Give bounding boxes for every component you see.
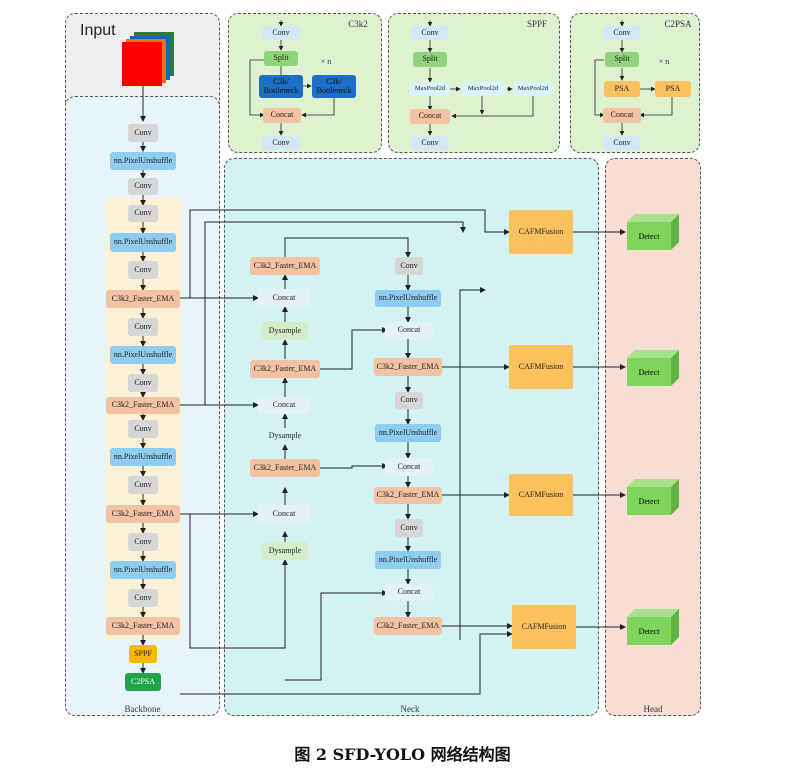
cafmfusion-4: CAFMFusion xyxy=(512,605,576,649)
sppf-panel-title: SPPF xyxy=(526,19,548,29)
c3k2-conv-bottom: Conv xyxy=(262,136,300,150)
neck-concat-l2: Concat xyxy=(258,397,310,414)
detect-label-2: Detect xyxy=(638,367,660,377)
c3k2-concat: Concat xyxy=(263,108,301,123)
input-image-icon xyxy=(122,32,180,86)
detect-label-1: Detect xyxy=(638,231,660,241)
backbone-pixelunshuffle-4: nn.PixelUnshuffle xyxy=(110,448,176,466)
head-title: Head xyxy=(643,704,663,714)
sppf-concat: Concat xyxy=(410,109,450,124)
neck-conv-r2: Conv xyxy=(395,392,423,409)
backbone-c3k2-faster-ema-3: C3k2_Faster_EMA xyxy=(106,505,180,523)
c2psa-psa-2: PSA xyxy=(655,81,691,97)
c2psa-repeat-label: × n xyxy=(658,57,670,66)
detect-cube-icon xyxy=(627,214,679,250)
neck-c3k2-faster-ema-top: C3k2_Faster_EMA xyxy=(250,257,320,275)
figure-caption: 图 2 SFD-YOLO 网络结构图 xyxy=(294,745,511,764)
c3k2-conv-top: Conv xyxy=(262,26,300,40)
neck-conv-r3: Conv xyxy=(395,519,423,537)
backbone-c3k2-faster-ema-4: C3k2_Faster_EMA xyxy=(106,617,180,635)
neck-c3k2-faster-ema-r2: C3k2_Faster_EMA xyxy=(374,487,442,504)
backbone-conv-6: Conv xyxy=(128,374,158,392)
c3k2-repeat-label: × n xyxy=(320,57,332,66)
backbone-conv-4: Conv xyxy=(128,261,158,279)
neck-concat-r2: Concat xyxy=(385,458,433,476)
c3k2-panel xyxy=(228,13,382,153)
c2psa-psa-1: PSA xyxy=(604,81,640,97)
neck-dysample-l2: Dysample xyxy=(268,431,302,441)
backbone-conv-1: Conv xyxy=(128,124,158,142)
neck-concat-l1: Concat xyxy=(258,289,310,307)
detect-cube-icon xyxy=(627,479,679,515)
neck-c3k2-faster-ema-r1: C3k2_Faster_EMA xyxy=(374,358,442,376)
c3k2-split: Split xyxy=(264,51,298,66)
backbone-conv-5: Conv xyxy=(128,318,158,336)
detect-block-2: Detect xyxy=(627,350,679,386)
sppf-conv-bottom: Conv xyxy=(411,136,449,150)
neck-dysample-l1: Dysample xyxy=(262,322,308,340)
backbone-pixelunshuffle-1: nn.PixelUnshuffle xyxy=(110,152,176,170)
c2psa-conv-top: Conv xyxy=(603,26,641,40)
c3k2-bottleneck-2: C3k/Bottleneck xyxy=(312,75,356,98)
cafmfusion-2: CAFMFusion xyxy=(509,345,573,389)
neck-concat-l3: Concat xyxy=(258,505,310,523)
backbone-pixelunshuffle-5: nn.PixelUnshuffle xyxy=(110,561,176,579)
input-title: Input xyxy=(80,22,116,39)
sppf-split: Split xyxy=(413,52,447,67)
c3k2-bottleneck-1: C3k/Bottleneck xyxy=(259,75,303,98)
c3k2-bottleneck-1-line1: C3k/ xyxy=(273,77,289,87)
neck-pixelunshuffle-r1: nn.PixelUnshuffle xyxy=(375,290,441,307)
detect-cube-icon xyxy=(627,609,679,645)
backbone-c3k2-faster-ema-1: C3k2_Faster_EMA xyxy=(106,290,180,308)
neck-c3k2-faster-ema-l3: C3k2_Faster_EMA xyxy=(250,459,320,477)
neck-dysample-l3: Dysample xyxy=(262,542,308,560)
c2psa-concat: Concat xyxy=(603,108,641,123)
backbone-c3k2-faster-ema-2: C3k2_Faster_EMA xyxy=(106,397,180,414)
neck-c3k2-faster-ema-r3: C3k2_Faster_EMA xyxy=(374,617,442,635)
sppf-conv-top: Conv xyxy=(411,26,449,40)
neck-pixelunshuffle-r3: nn.PixelUnshuffle xyxy=(375,551,441,569)
c3k2-panel-title: C3k2 xyxy=(348,19,368,29)
neck-concat-r1: Concat xyxy=(385,322,433,339)
backbone-conv-8: Conv xyxy=(128,476,158,494)
sppf-maxpool-1: MaxPool2d xyxy=(410,82,450,96)
backbone-pixelunshuffle-2: nn.PixelUnshuffle xyxy=(110,233,176,252)
neck-conv-r1: Conv xyxy=(395,257,423,275)
backbone-conv-10: Conv xyxy=(128,589,158,607)
backbone-pixelunshuffle-3: nn.PixelUnshuffle xyxy=(110,346,176,364)
backbone-conv-9: Conv xyxy=(128,533,158,551)
detect-cube-icon xyxy=(627,350,679,386)
neck-title: Neck xyxy=(400,704,420,714)
detect-block-3: Detect xyxy=(627,479,679,515)
backbone-conv-7: Conv xyxy=(128,420,158,438)
c2psa-panel-title: C2PSA xyxy=(664,19,692,29)
c2psa-conv-bottom: Conv xyxy=(603,136,641,150)
detect-block-4: Detect xyxy=(627,609,679,645)
c3k2-bottleneck-1-line2: Bottleneck xyxy=(263,85,299,95)
backbone-conv-3: Conv xyxy=(128,205,158,222)
neck-c3k2-faster-ema-l2: C3k2_Faster_EMA xyxy=(250,360,320,378)
backbone-title: Backbone xyxy=(124,704,161,714)
detect-block-1: Detect xyxy=(627,214,679,250)
sppf-maxpool-3: MaxPool2d xyxy=(513,82,553,96)
c2psa-split: Split xyxy=(605,52,639,67)
backbone-conv-2: Conv xyxy=(128,178,158,195)
c3k2-bottleneck-2-line1: C3k/ xyxy=(326,77,342,87)
detect-label-3: Detect xyxy=(638,496,660,506)
detect-label-4: Detect xyxy=(638,626,660,636)
cafmfusion-1: CAFMFusion xyxy=(509,210,573,254)
neck-pixelunshuffle-r2: nn.PixelUnshuffle xyxy=(375,424,441,442)
cafmfusion-3: CAFMFusion xyxy=(509,474,573,516)
c3k2-bottleneck-2-line2: Bottleneck xyxy=(316,85,352,95)
sppf-maxpool-2: MaxPool2d xyxy=(461,82,505,96)
backbone-c2psa: C2PSA xyxy=(125,673,161,691)
backbone-sppf: SPPF xyxy=(129,645,157,663)
neck-concat-r3: Concat xyxy=(385,584,433,601)
